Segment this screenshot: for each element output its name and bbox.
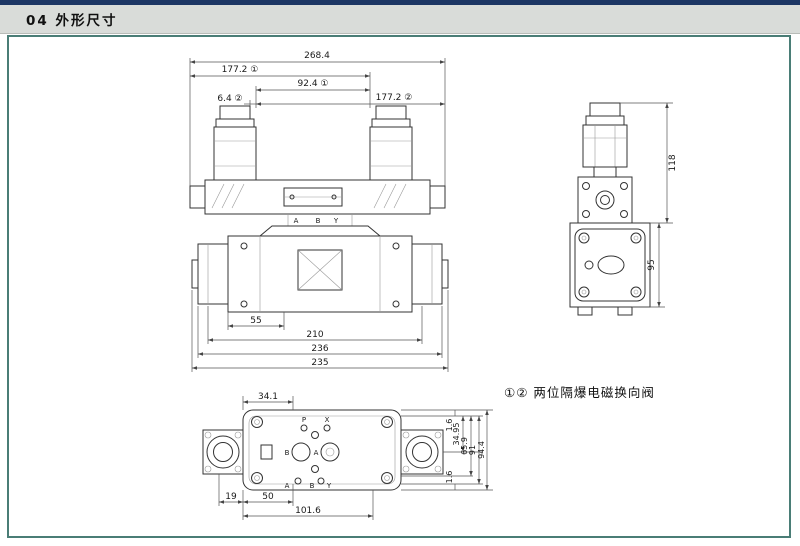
dim-50: 50: [262, 492, 274, 502]
dim-1-6-bottom: 1.6: [445, 471, 454, 484]
top-view-top-dimension: [242, 396, 294, 410]
dim-65-9: 65.9: [460, 437, 469, 455]
footnote-valve-type: ①② 两位隔爆电磁换向阀: [504, 385, 655, 400]
side-pilot-body: [577, 176, 633, 224]
side-main-body: [569, 222, 651, 316]
front-bottom-dimension-lines: [191, 290, 449, 372]
dim-177-1: 177.2 ①: [222, 65, 259, 75]
dim-95: 95: [647, 259, 657, 270]
dim-34-95: 34.95: [452, 423, 461, 446]
section-header: 04 外形尺寸: [0, 5, 800, 34]
side-dimension-lines: [620, 102, 673, 308]
front-top-dimension-lines: [189, 58, 446, 190]
top-view-right-dimensions: [401, 409, 493, 491]
top-view-bottom-dimensions: [218, 474, 374, 520]
side-view-drawing: 118 95: [569, 102, 678, 316]
dim-118: 118: [668, 154, 678, 171]
pilot-valve-body: [189, 179, 446, 226]
port-pattern: [260, 424, 340, 485]
top-port-a-center-label: A: [314, 449, 319, 457]
top-accent-stripe: [0, 0, 800, 5]
top-port-y-bottom-label: Y: [326, 482, 332, 490]
dim-235: 235: [311, 358, 328, 368]
dim-34-1: 34.1: [258, 392, 278, 402]
dim-1-6-top: 1.6: [445, 419, 454, 432]
dim-92-4: 92.4 ①: [298, 79, 329, 89]
dim-177-2: 177.2 ②: [376, 93, 413, 103]
dim-210: 210: [306, 330, 323, 340]
front-port-b-label: B: [316, 217, 321, 225]
dim-19: 19: [225, 492, 237, 502]
dim-91: 91: [468, 445, 477, 455]
mounting-plate: [202, 409, 444, 491]
dim-101-6: 101.6: [295, 506, 321, 516]
top-port-x-label: X: [325, 416, 330, 424]
dim-236: 236: [311, 344, 328, 354]
top-port-b-center-label: B: [285, 449, 290, 457]
section-title: 04 外形尺寸: [26, 13, 118, 29]
right-solenoid: [369, 105, 413, 181]
dim-94-4: 94.4: [477, 441, 486, 459]
dim-6-4: 6.4 ②: [217, 94, 242, 104]
top-port-a-bottom-label: A: [285, 482, 290, 490]
left-solenoid: [213, 105, 257, 181]
top-view-drawing: P X B A A B Y 34.1 1.6 34.95 65.9 91 94.…: [202, 392, 493, 520]
dim-overall-width: 268.4: [304, 51, 330, 61]
front-view-drawing: 268.4 177.2 ① 92.4 ① 6.4 ② 177.2 ② A B Y: [189, 51, 449, 372]
front-port-a-label: A: [294, 217, 299, 225]
dim-55: 55: [250, 316, 261, 326]
side-solenoid: [582, 102, 628, 178]
main-valve-body: [191, 225, 449, 313]
top-port-b-bottom-label: B: [310, 482, 315, 490]
front-port-y-label: Y: [333, 217, 339, 225]
top-port-p-label: P: [302, 416, 306, 424]
